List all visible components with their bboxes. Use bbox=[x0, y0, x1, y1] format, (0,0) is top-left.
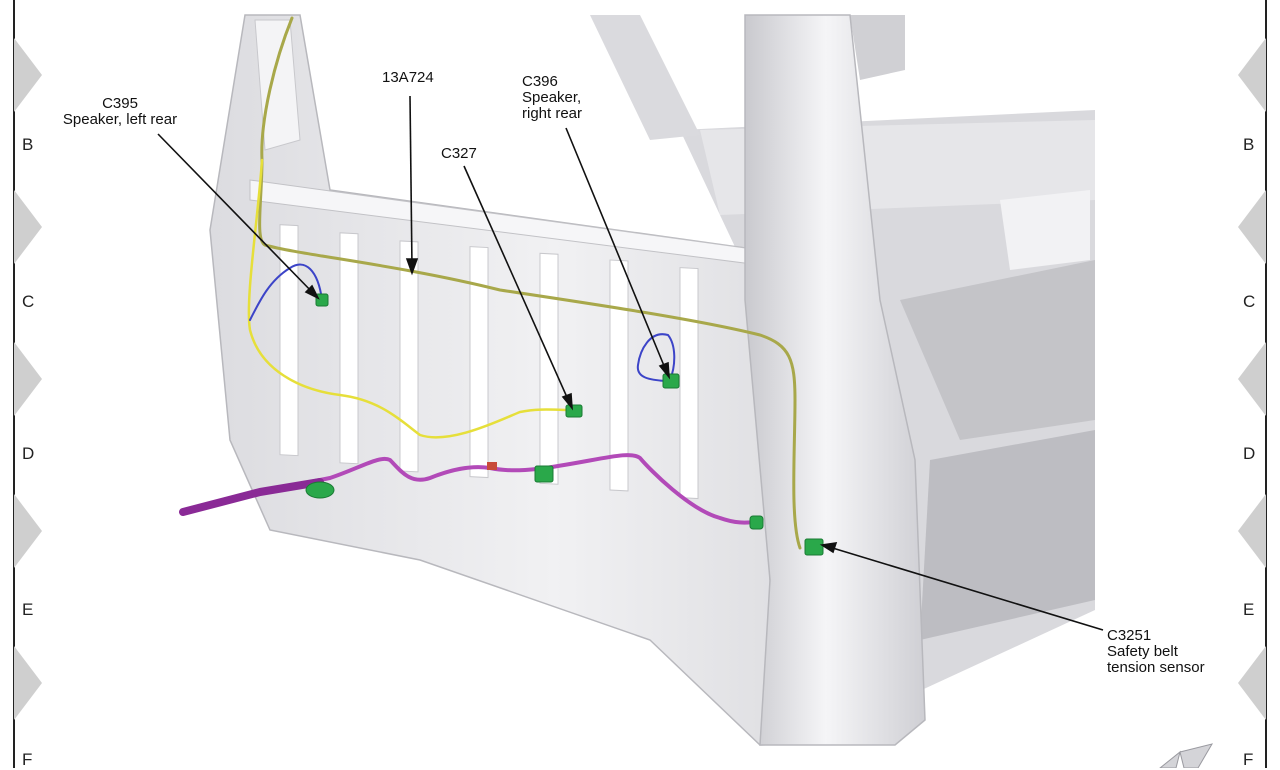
callout-c327-code: C327 bbox=[441, 145, 477, 162]
harness-clip bbox=[487, 462, 497, 470]
harness-wires bbox=[179, 16, 802, 550]
connector-c3251 bbox=[804, 538, 824, 556]
leader-c395 bbox=[157, 133, 317, 297]
grid-row-right-d: D bbox=[1243, 444, 1256, 463]
grid-row-left-d: D bbox=[22, 444, 35, 463]
grid-row-right-f: F bbox=[1243, 750, 1254, 769]
callout-c396-code: C396 bbox=[522, 73, 558, 90]
left-edge-markers bbox=[14, 38, 42, 720]
callout-c395-desc: Speaker, left rear bbox=[62, 111, 178, 128]
right-edge-markers bbox=[1238, 38, 1266, 720]
direction-arrow-icon bbox=[1159, 743, 1214, 768]
callout-13a724: 13A724 bbox=[382, 70, 434, 86]
leader-lines bbox=[157, 95, 1104, 631]
connector-inline-right bbox=[749, 515, 764, 530]
grid-row-left-f: F bbox=[22, 750, 33, 769]
leader-13a724-arrow bbox=[405, 258, 419, 276]
leader-c327-arrow bbox=[561, 392, 573, 411]
connector-inline-left bbox=[305, 481, 335, 499]
connector-inline-mid bbox=[534, 465, 554, 483]
blue-lead-right bbox=[636, 333, 676, 382]
leader-13a724 bbox=[409, 95, 413, 269]
connectors bbox=[305, 293, 824, 556]
callout-c396: C396 Speaker, right rear bbox=[522, 74, 582, 122]
magenta-harness bbox=[181, 453, 759, 525]
rear-wall-panel bbox=[209, 14, 901, 746]
connector-c327 bbox=[565, 404, 583, 418]
purple-trunk bbox=[179, 478, 324, 516]
yellow-branch bbox=[247, 158, 572, 439]
callout-c395-code: C395 bbox=[102, 95, 138, 112]
callout-c396-desc-line2: right rear bbox=[522, 105, 583, 122]
callout-c3251: C3251 Safety belt tension sensor bbox=[1107, 628, 1205, 676]
callout-c3251-desc-line1: Safety belt bbox=[1107, 643, 1178, 660]
callout-c3251-desc-line2: tension sensor bbox=[1107, 659, 1205, 676]
grid-row-left-c: C bbox=[22, 292, 35, 311]
callout-c327: C327 bbox=[441, 146, 477, 162]
leader-c327 bbox=[463, 165, 571, 405]
callout-c3251-code: C3251 bbox=[1107, 627, 1152, 644]
grid-row-right-e: E bbox=[1243, 600, 1255, 619]
grid-row-left-e: E bbox=[22, 600, 34, 619]
grid-row-right-b: B bbox=[1243, 135, 1255, 154]
grid-row-right-c: C bbox=[1243, 292, 1256, 311]
connector-c396 bbox=[662, 373, 680, 389]
leader-c395-arrow bbox=[304, 284, 320, 300]
connector-c395 bbox=[315, 293, 329, 307]
leader-c3251-arrow bbox=[819, 542, 838, 554]
leader-c396-arrow bbox=[658, 361, 670, 380]
blue-lead-left bbox=[249, 263, 323, 321]
leader-c3251 bbox=[825, 545, 1104, 631]
callout-c396-desc-line1: Speaker, bbox=[522, 89, 582, 106]
callout-c395: C395 Speaker, left rear bbox=[40, 96, 200, 128]
grid-row-left-b: B bbox=[22, 135, 34, 154]
leader-c396 bbox=[565, 127, 668, 374]
callout-13a724-code: 13A724 bbox=[382, 69, 434, 86]
